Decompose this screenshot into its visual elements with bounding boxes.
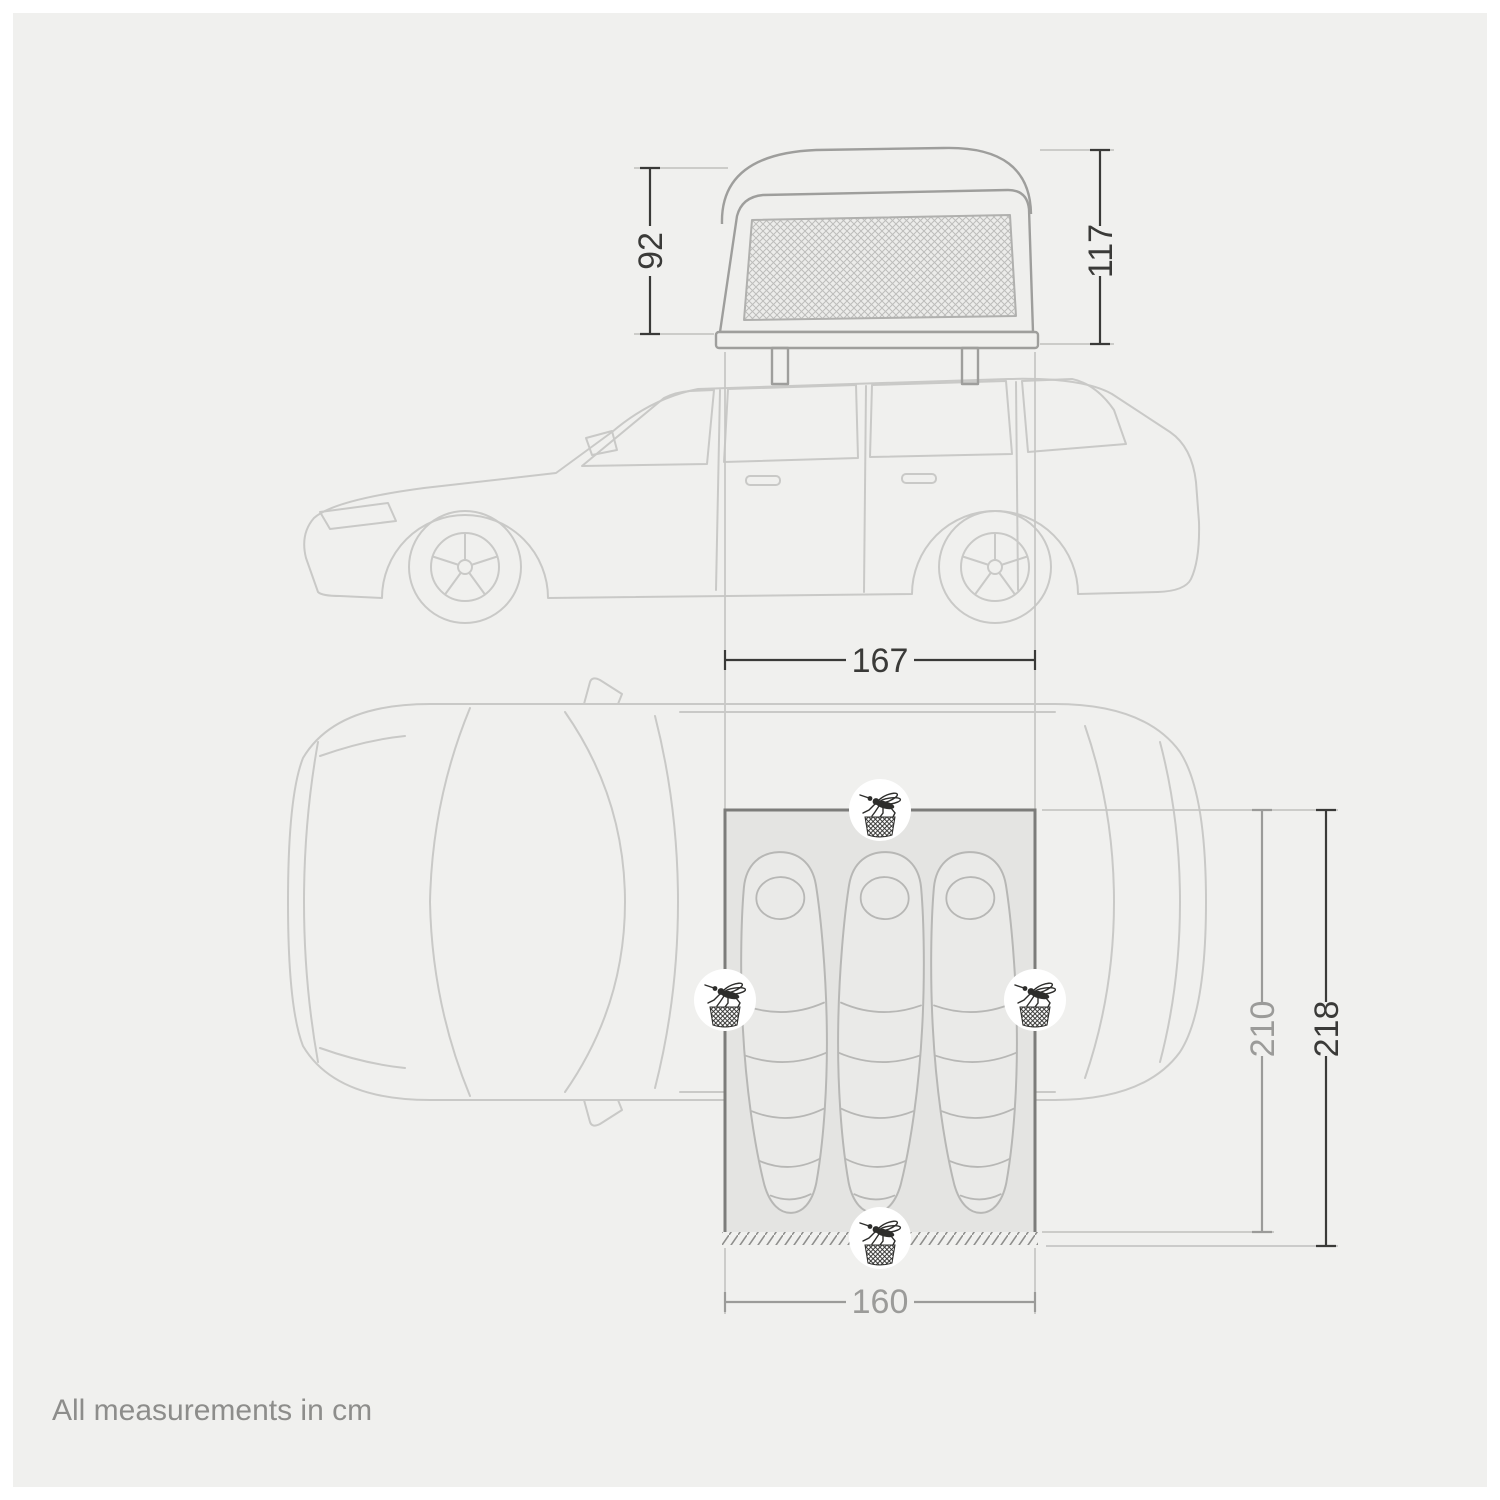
headlight-top-left xyxy=(319,735,406,757)
car-side-view-drawing xyxy=(303,377,1201,624)
rear-window-arc xyxy=(1084,725,1115,1079)
rear-door-handle xyxy=(901,473,937,484)
dimension-outer-height: 117 xyxy=(1040,148,1120,346)
dimension-length: 167 xyxy=(723,352,1037,810)
dimension-inner-height: 92 xyxy=(632,166,728,336)
mosquito-net-icon xyxy=(1003,968,1067,1032)
car-body-outline xyxy=(303,377,1201,599)
tent-floor-plan xyxy=(722,808,1038,1245)
hood-crease xyxy=(429,707,471,1097)
mosquito-net-icon xyxy=(848,778,912,842)
door-seams xyxy=(715,381,1019,593)
dimension-floor-width: 160 xyxy=(723,1248,1037,1321)
tent-mesh-window-frame xyxy=(743,214,1017,321)
tent-base-platform xyxy=(714,330,1040,350)
dimension-floor-length: 210 xyxy=(1042,808,1338,1234)
windshield xyxy=(581,389,715,467)
side-mirror xyxy=(585,430,618,456)
mirror-top xyxy=(583,677,623,705)
dimension-label-218: 218 xyxy=(1308,1001,1346,1058)
windshield-rear-arc xyxy=(654,715,679,1089)
side-view: 92 117 xyxy=(303,146,1201,624)
mosquito-net-icon xyxy=(848,1206,912,1270)
tent-mount-foot-right xyxy=(960,346,980,386)
rooftop-tent-side-view xyxy=(714,146,1040,386)
tent-mount-foot-left xyxy=(770,346,790,386)
windshield-front-arc xyxy=(564,711,626,1093)
quarter-window xyxy=(1021,378,1127,453)
tent-mesh-window xyxy=(744,215,1016,320)
dimension-label-210: 210 xyxy=(1244,1001,1282,1058)
front-bumper-line xyxy=(303,741,319,1063)
car-top-outline xyxy=(287,703,1207,1101)
front-door-handle xyxy=(745,475,781,486)
mosquito-net-icon xyxy=(693,968,757,1032)
dimension-label-167: 167 xyxy=(852,642,909,680)
dimension-label-160: 160 xyxy=(852,1283,909,1321)
top-view xyxy=(287,677,1207,1270)
dimension-label-117: 117 xyxy=(1082,224,1120,278)
headlight xyxy=(319,502,397,530)
dimension-overall-length: 218 xyxy=(1046,808,1346,1248)
footnote: All measurements in cm xyxy=(52,1394,372,1427)
mirror-bottom xyxy=(583,1099,623,1127)
headlight-top-right xyxy=(319,1047,406,1069)
dimension-label-92: 92 xyxy=(632,232,670,270)
trunk-arc xyxy=(1159,741,1181,1063)
